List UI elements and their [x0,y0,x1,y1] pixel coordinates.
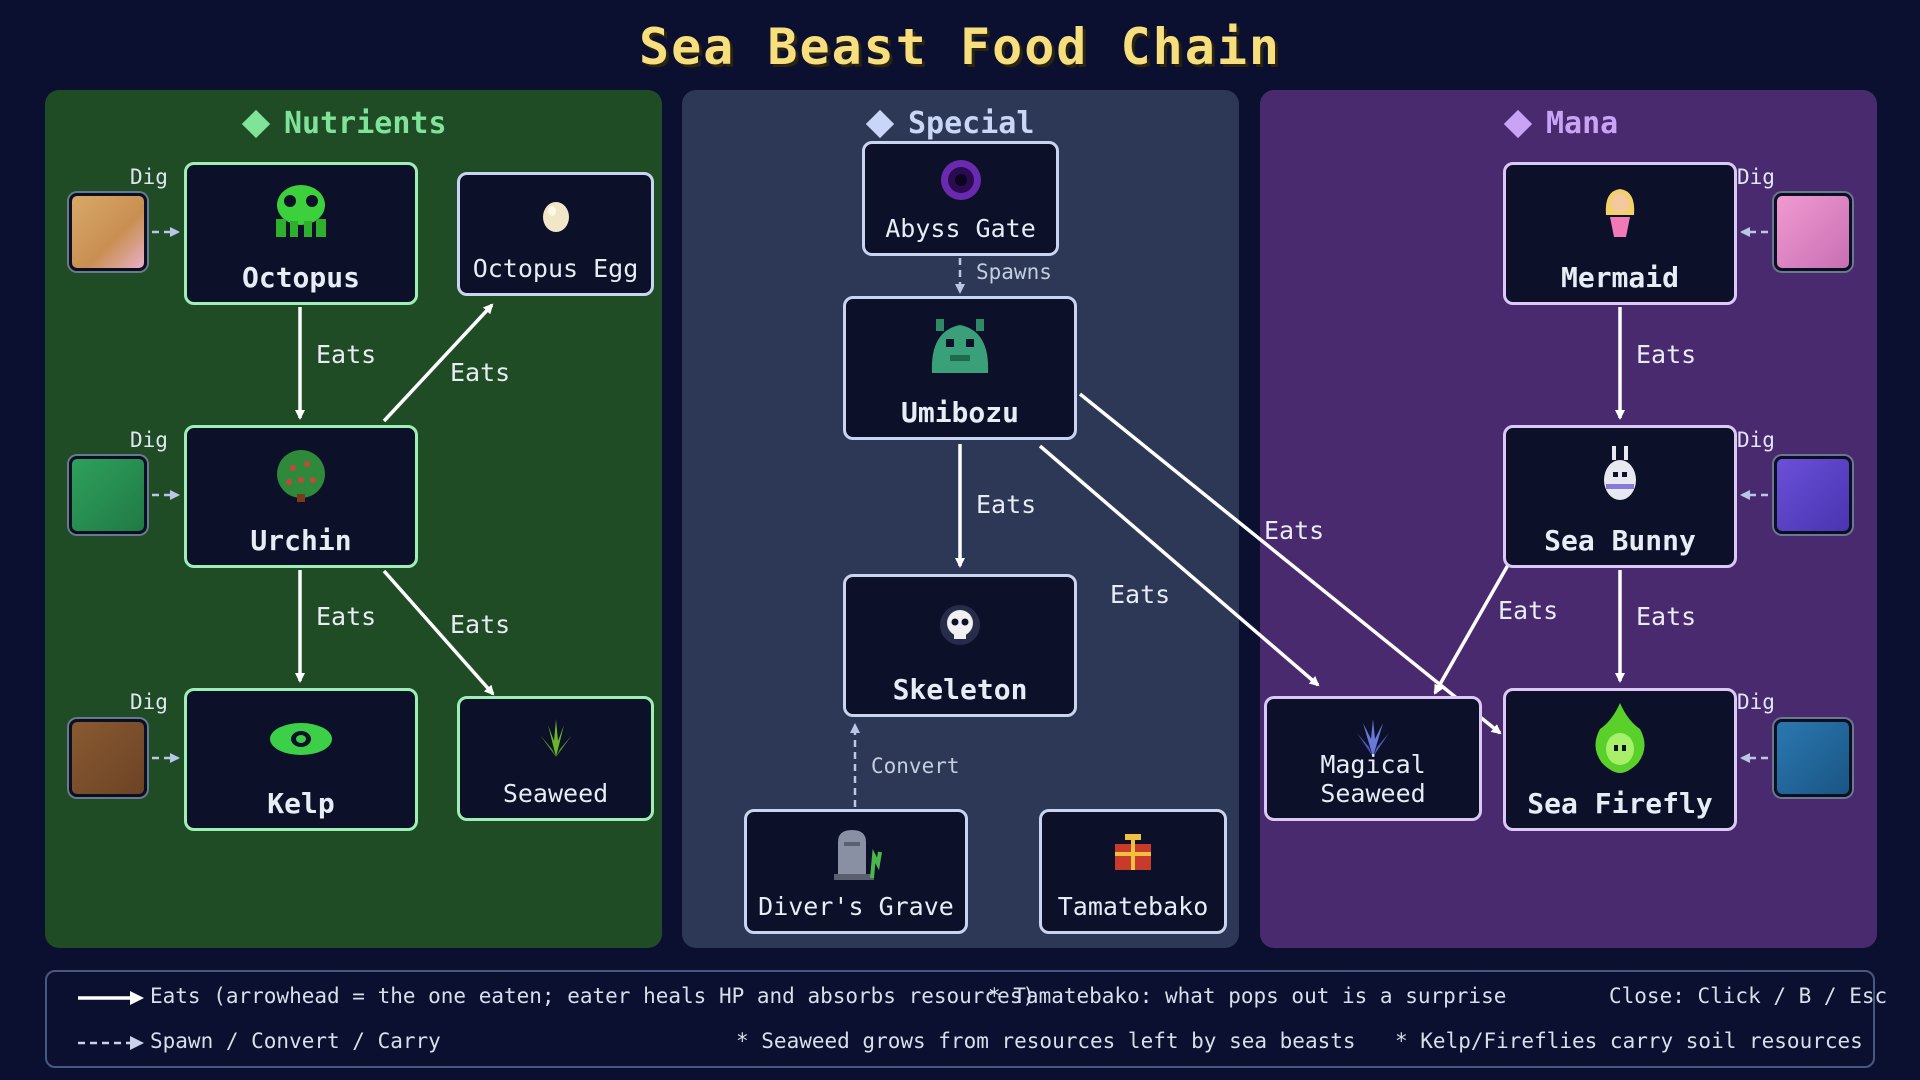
node-abyss-gate[interactable]: Abyss Gate [862,141,1059,256]
gravestone-icon [834,830,882,880]
legend-tamatebako-note: * Tamatebako: what pops out is a surpris… [988,984,1507,1008]
portal-icon [940,160,981,200]
node-magical-seaweed[interactable]: Magical Seaweed [1264,696,1482,821]
dig-label: Dig [1737,690,1775,714]
eats-label: Eats [1636,602,1697,631]
mermaid-icon [1605,189,1635,237]
octopus-icon [276,185,326,237]
nutrients-panel-title: Nutrients [241,106,447,141]
eats-label: Eats [450,358,511,387]
node-label: Tamatebako [1057,892,1209,921]
spawn-arrow-icon [78,1036,144,1050]
node-label: Octopus Egg [472,254,639,283]
page-title: Sea Beast Food Chain [638,18,1282,76]
dig-tile-sea-firefly[interactable] [1774,719,1852,797]
node-label: Seaweed [502,779,609,808]
legend-eats: Eats (arrowhead = the one eaten; eater h… [150,984,1036,1008]
node-octopus-egg[interactable]: Octopus Egg [457,172,654,296]
node-label: Sea Bunny [1544,524,1696,557]
eats-label: Eats [1636,340,1697,369]
eats-label: Eats [450,610,511,639]
node-label: Abyss Gate [885,214,1036,243]
egg-icon [542,202,569,232]
node-label: Mermaid [1560,261,1679,294]
firefly-icon [1595,703,1645,773]
dig-label: Dig [1737,165,1775,189]
node-kelp[interactable]: Kelp [184,688,418,831]
convert-label: Convert [871,754,960,778]
node-seaweed[interactable]: Seaweed [457,696,654,821]
special-panel-title: Special [865,106,1034,141]
kelp-icon [270,723,332,755]
dig-tile-sea-bunny[interactable] [1774,456,1852,534]
skull-icon [940,605,980,645]
dig-label: Dig [130,165,168,189]
eats-label: Eats [316,602,377,631]
node-urchin[interactable]: Urchin [184,425,418,568]
node-label: Magical Seaweed [1320,750,1426,808]
eats-label: Eats [316,340,377,369]
eats-label: Eats [1110,580,1171,609]
close-hint[interactable]: Close: Click / B / Esc [1609,984,1888,1008]
diamond-icon [1503,109,1533,138]
node-sea-bunny[interactable]: Sea Bunny [1503,425,1737,568]
node-octopus[interactable]: Octopus [184,162,418,305]
node-skeleton[interactable]: Skeleton [843,574,1077,717]
node-sea-firefly[interactable]: Sea Firefly [1503,688,1737,831]
eats-arrow-icon [78,991,144,1005]
eats-label: Eats [976,490,1037,519]
dig-tile-mermaid[interactable] [1774,193,1852,271]
node-label: Diver's Grave [758,892,954,921]
node-label: Urchin [250,524,352,557]
mana-panel-title: Mana [1503,106,1618,141]
node-tamatebako[interactable]: Tamatebako [1039,809,1227,934]
node-label: Kelp [267,787,335,820]
diamond-icon [241,109,271,138]
legend-carry-note: * Kelp/Fireflies carry soil resources [1395,1029,1863,1053]
eats-label: Eats [1498,596,1559,625]
eats-label: Eats [1264,516,1325,545]
node-label: Skeleton [892,673,1028,706]
treasure-box-icon [1115,834,1151,870]
node-label: Sea Firefly [1527,787,1713,820]
legend-seaweed-note: * Seaweed grows from resources left by s… [736,1029,1356,1053]
dig-tile-urchin[interactable] [69,456,147,534]
dig-label: Dig [130,690,168,714]
magical-seaweed-icon [1357,719,1389,757]
dig-tile-kelp[interactable] [69,719,147,797]
seaweed-icon [539,719,572,757]
dig-tile-octopus[interactable] [69,193,147,271]
dig-label: Dig [130,428,168,452]
node-divers-grave[interactable]: Diver's Grave [744,809,968,934]
sea-bunny-icon [1604,446,1636,500]
dig-label: Dig [1737,428,1775,452]
spawns-label: Spawns [976,260,1052,284]
legend-box [45,970,1875,1068]
node-label: Octopus [241,261,360,294]
node-mermaid[interactable]: Mermaid [1503,162,1737,305]
node-umibozu[interactable]: Umibozu [843,296,1077,440]
legend-spawn: Spawn / Convert / Carry [150,1029,441,1053]
sea-monster-icon [931,319,989,373]
urchin-icon [277,450,325,502]
diamond-icon [865,109,895,138]
node-label: Umibozu [900,396,1019,429]
